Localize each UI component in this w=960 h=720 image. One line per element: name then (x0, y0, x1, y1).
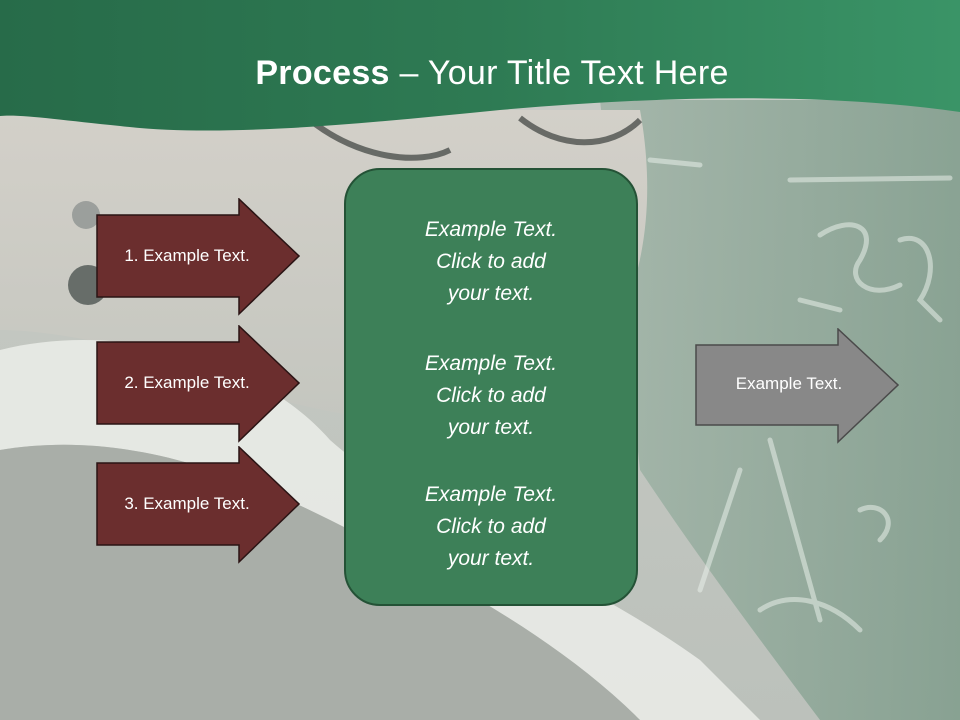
arrow-shape (96, 446, 300, 564)
title-bold: Process (255, 54, 390, 92)
text-line: Example Text. (424, 483, 558, 506)
text-line: Click to add (436, 250, 546, 273)
title-rest: – Your Title Text Here (389, 54, 729, 92)
arrow-label: 3. Example Text. (124, 494, 250, 513)
text-line: your text. (447, 416, 535, 439)
process-arrow-1[interactable]: 1. Example Text. (96, 198, 300, 316)
slide-title[interactable]: Process – Your Title Text Here (0, 54, 960, 93)
arrow-shape (96, 325, 300, 443)
process-arrow-3[interactable]: 3. Example Text. (96, 446, 300, 564)
text-block-2[interactable]: Example Text. Click to add your text. (346, 348, 636, 444)
text-line: your text. (447, 547, 535, 570)
text-line: Example Text. (424, 218, 558, 241)
text-line: Click to add (436, 515, 546, 538)
text-line: Example Text. (424, 352, 558, 375)
text-block-1[interactable]: Example Text. Click to add your text. (346, 214, 636, 310)
header-wave (0, 0, 960, 131)
arrow-shape (96, 198, 300, 316)
text-block-3[interactable]: Example Text. Click to add your text. (346, 479, 636, 575)
arrow-shape (695, 328, 899, 444)
center-text-box[interactable]: Example Text. Click to add your text. Ex… (344, 168, 638, 606)
text-line: your text. (447, 282, 535, 305)
arrow-label: Example Text. (735, 374, 843, 393)
process-arrow-2[interactable]: 2. Example Text. (96, 325, 300, 443)
result-arrow[interactable]: Example Text. (695, 328, 899, 444)
arrow-label: 2. Example Text. (124, 373, 250, 392)
arrow-label: 1. Example Text. (124, 246, 250, 265)
text-line: Click to add (436, 384, 546, 407)
header-banner: Process – Your Title Text Here (0, 0, 960, 140)
